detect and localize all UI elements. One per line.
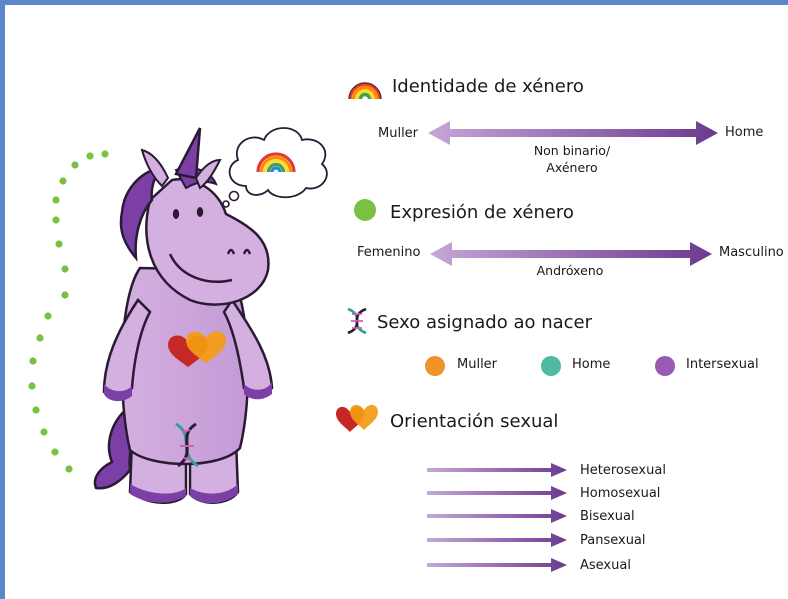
teal-dot-icon <box>541 356 561 376</box>
assigned-sex-option-label: Intersexual <box>686 357 759 372</box>
gender-expression-title: Expresión de xénero <box>390 202 574 223</box>
orientation-arrow <box>427 558 567 572</box>
gender-identity-right-label: Home <box>725 125 764 140</box>
rainbow-icon <box>348 82 382 100</box>
gender-identity-middle-line2: Axénero <box>546 160 598 175</box>
gender-identity-title: Identidade de xénero <box>392 76 584 97</box>
dna-icon <box>347 307 367 335</box>
gender-expression-right-label: Masculino <box>719 245 784 260</box>
gender-expression-left-label: Femenino <box>357 245 421 260</box>
assigned-sex-option-label: Home <box>572 357 611 372</box>
orientation-item: Homosexual <box>580 486 661 501</box>
gender-identity-middle-line1: Non binario/ <box>533 143 611 158</box>
orientation-arrows <box>427 463 567 572</box>
thought-bubble <box>222 127 328 208</box>
orientation-item: Bisexual <box>580 509 635 524</box>
assigned-sex-title: Sexo asignado ao nacer <box>377 312 593 333</box>
orientation-arrow <box>427 509 567 523</box>
gender-expression-spectrum-arrow <box>430 242 712 266</box>
gender-expression-middle-label: Andróxeno <box>536 263 604 278</box>
gender-identity-spectrum-arrow <box>428 121 718 145</box>
orientation-item: Asexual <box>580 558 631 573</box>
gender-identity-left-label: Muller <box>378 126 419 141</box>
purple-dot-icon <box>655 356 675 376</box>
belly-dna <box>175 422 199 468</box>
orientation-item: Heterosexual <box>580 463 666 478</box>
orientation-arrow <box>427 486 567 500</box>
orientation-item: Pansexual <box>580 533 646 548</box>
hearts-icon <box>336 404 378 432</box>
green-circle-icon <box>354 199 376 221</box>
orientation-arrow <box>427 463 567 477</box>
dotted-arc <box>28 150 109 473</box>
orientation-title: Orientación sexual <box>390 411 559 432</box>
orange-dot-icon <box>425 356 445 376</box>
assigned-sex-option-label: Muller <box>457 357 498 372</box>
orientation-arrow <box>427 533 567 547</box>
